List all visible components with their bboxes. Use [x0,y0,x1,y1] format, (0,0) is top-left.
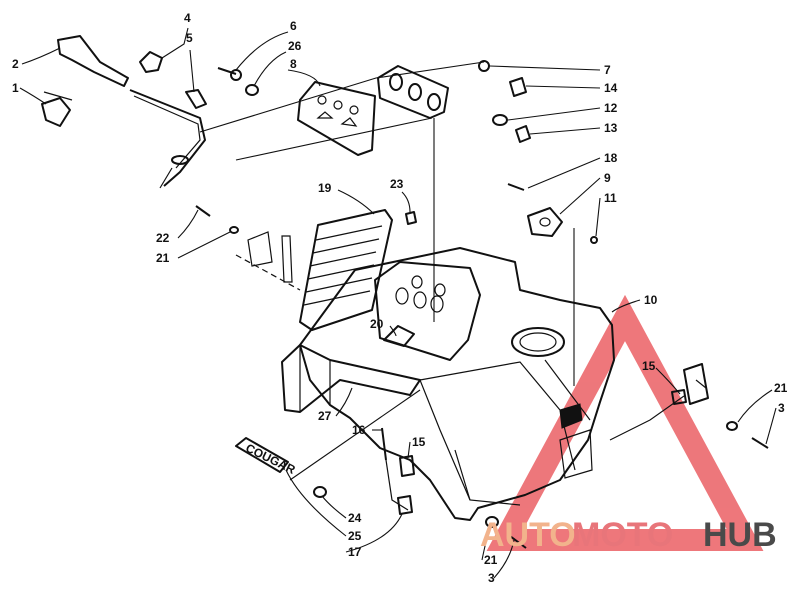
callout-24: 24 [348,511,362,525]
callout-21-bottom: 21 [484,553,498,567]
callout-3-right: 3 [778,401,785,415]
cap-assembly [507,183,598,244]
leader-lines [19,27,777,579]
hood-body [299,247,615,521]
bottom-bracket [381,427,415,515]
watermark-auto: AUTO [480,516,576,554]
instrument-bezel [297,81,376,156]
switch-plate [377,65,449,119]
callout-25: 25 [348,529,362,543]
screw-22-21 [195,205,239,234]
clip-23 [405,211,417,225]
callout-17: 17 [348,545,362,559]
callout-11: 11 [604,191,617,205]
callout-10: 10 [644,293,658,307]
bottom-screws [485,516,527,549]
callout-22: 22 [156,231,170,245]
throttle-lever [41,35,206,189]
callout-9: 9 [604,171,611,185]
callout-15-right: 15 [642,359,656,373]
callout-18: 18 [604,151,618,165]
callout-16: 16 [352,423,366,437]
callout-26: 26 [288,39,302,53]
callout-13: 13 [604,121,618,135]
callout-27: 27 [318,409,332,423]
front-lip [281,344,421,413]
mount-plate [235,231,301,291]
callout-19: 19 [318,181,332,195]
callout-4: 4 [184,11,191,25]
callout-21-right: 21 [774,381,788,395]
callout-3-bottom: 3 [488,571,495,585]
callout-8: 8 [290,57,297,71]
callout-12: 12 [604,101,618,115]
callout-23: 23 [390,177,404,191]
callout-14: 14 [604,81,618,95]
callout-6: 6 [290,19,297,33]
callout-7: 7 [604,63,611,77]
callout-21-left: 21 [156,251,170,265]
callout-5: 5 [186,31,193,45]
right-bracket-15 [671,363,769,449]
cougar-badge: COUGAR [235,437,327,498]
callout-15-bottom: 15 [412,435,426,449]
louvered-grille [299,209,393,331]
watermark-hub: HUB [703,516,777,554]
badge-text: COUGAR [243,441,297,477]
callout-1: 1 [12,81,19,95]
right-hardware [478,60,531,143]
screw-6-26 [217,67,259,96]
callout-labels: 2 1 4 5 6 26 8 7 14 12 13 18 9 11 19 23 … [12,11,788,585]
switch-4-5 [139,51,207,109]
watermark-logo: AUTO MOTO HUB [480,516,777,554]
callout-2: 2 [12,57,19,71]
callout-20: 20 [370,317,384,331]
watermark-moto: MOTO [572,516,673,554]
